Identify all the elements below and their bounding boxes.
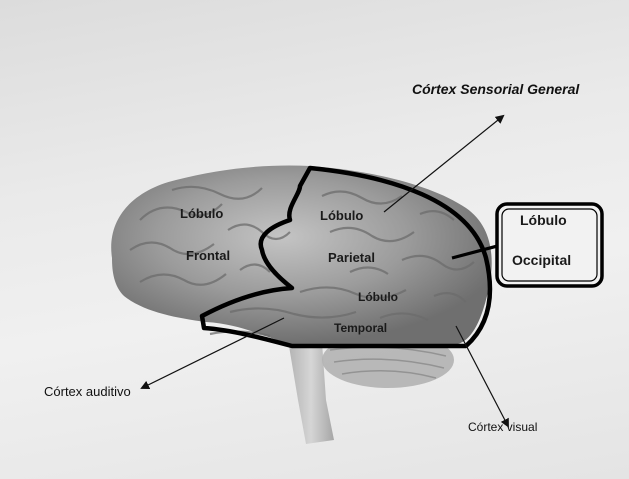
label-occipital-line1: Lóbulo [520,212,567,228]
label-cortex-auditivo: Córtex auditivo [44,384,131,399]
label-cortex-visual: Córtex visual [468,420,537,434]
label-temporal-line1: Lóbulo [358,290,398,304]
label-parietal-line1: Lóbulo [320,208,363,223]
label-cortex-sensorial-general: Córtex Sensorial General [412,81,580,97]
label-parietal-line2: Parietal [328,250,375,265]
brain-silhouette [111,166,491,344]
label-temporal-line2: Temporal [334,321,387,335]
arrow-visual [456,326,508,426]
label-frontal-line1: Lóbulo [180,206,223,221]
label-frontal-line2: Frontal [186,248,230,263]
label-occipital-line2: Occipital [512,252,571,268]
